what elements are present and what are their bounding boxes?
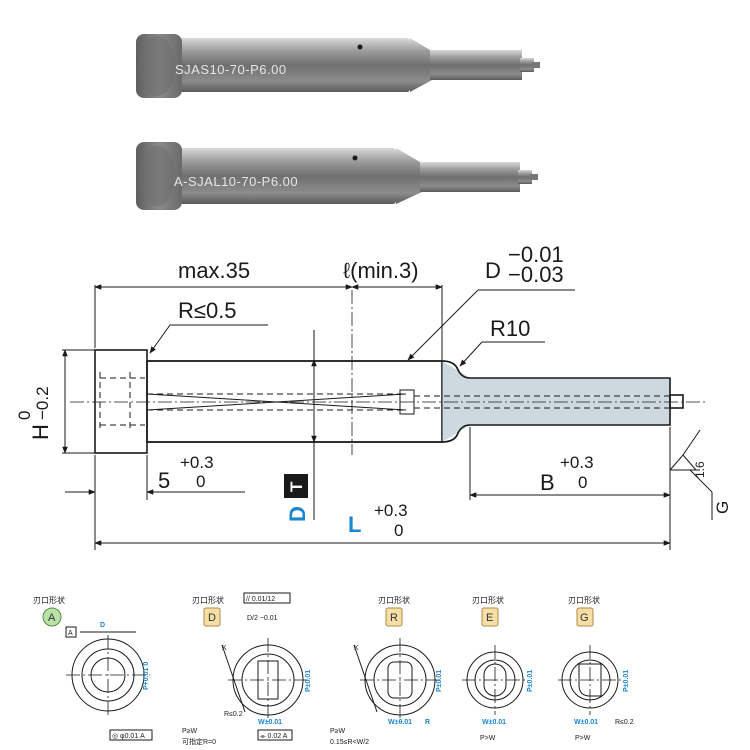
shape-g-caption: 刃口形状 bbox=[568, 595, 600, 605]
g-w: W±0.01 bbox=[574, 719, 598, 726]
dt-label: D bbox=[285, 506, 310, 522]
dimensions: max.35 ℓ(min.3) D −0.01 −0.03 R≤0.5 R10 … bbox=[15, 242, 732, 550]
e-cond: P>W bbox=[480, 735, 496, 742]
shape-d: 刃口形状 D // 0.01/12 D/2 −0.01 K R≤0.2 W±0.… bbox=[182, 592, 312, 746]
shape-a-caption: 刃口形状 bbox=[33, 595, 65, 605]
d-r: R≤0.2 bbox=[224, 711, 243, 718]
head-thickness-tol-upper: +0.3 bbox=[180, 453, 214, 472]
shape-e-badge: E bbox=[486, 612, 493, 624]
r-p: P±0.01 bbox=[436, 670, 443, 692]
r-cond2: 0.15≤R<W/2 bbox=[330, 739, 369, 746]
r-cond1: P≥W bbox=[330, 728, 346, 735]
head-tol-upper: 0 bbox=[15, 411, 34, 420]
shape-a-badge-bg bbox=[42, 607, 62, 627]
head-thickness-tol-lower: 0 bbox=[196, 472, 205, 491]
shape-g-badge: G bbox=[580, 612, 589, 624]
diameter-tol-upper: −0.01 bbox=[508, 242, 564, 267]
d-sym: ⌯ 0.02 A bbox=[260, 733, 288, 740]
dt-badge: T bbox=[287, 481, 306, 492]
a-datum: A bbox=[68, 630, 73, 637]
r-k: K bbox=[354, 645, 359, 652]
d-w: W±0.01 bbox=[258, 719, 282, 726]
d-cond2: 可指定R=0 bbox=[182, 737, 216, 746]
shape-e: 刃口形状 E W±0.01 P±0.01 P>W bbox=[462, 595, 534, 742]
shape-d-caption: 刃口形状 bbox=[192, 595, 224, 605]
r-w: W±0.01 bbox=[388, 719, 412, 726]
radius-head: R≤0.5 bbox=[178, 298, 237, 323]
shape-r-badge: R bbox=[390, 612, 398, 624]
g-cond: P>W bbox=[575, 735, 591, 742]
a-runout: ◎ φ0.01 A bbox=[112, 733, 145, 740]
g-r: R≤0.2 bbox=[615, 719, 634, 726]
radius-neck: R10 bbox=[490, 316, 530, 341]
shape-a: 刃口形状 A A D P+0.01 0 ◎ φ0.01 A bbox=[33, 595, 153, 741]
shape-r: 刃口形状 R K W±0.01 R P±0.01 P≥W 0.15≤R<W/2 bbox=[330, 595, 443, 746]
shape-g: 刃口形状 G W±0.01 R≤0.2 P±0.01 P>W bbox=[558, 595, 634, 742]
d-parallel: // 0.01/12 bbox=[246, 596, 275, 603]
punch-photo-1: SJAS10-70-P6.00 bbox=[136, 34, 540, 98]
a-p-tol: P+0.01 0 bbox=[143, 662, 150, 690]
g-p: P±0.01 bbox=[623, 670, 630, 692]
head-tol-lower: −0.2 bbox=[33, 386, 52, 420]
shape-d-badge: D bbox=[208, 612, 216, 624]
shape-a-badge: A bbox=[48, 612, 56, 624]
r-r: R bbox=[425, 719, 430, 726]
max-head-length: max.35 bbox=[178, 258, 250, 283]
l-tol-upper: +0.3 bbox=[374, 501, 408, 520]
diameter-tol-lower: −0.03 bbox=[508, 262, 564, 287]
punch1-marking: SJAS10-70-P6.00 bbox=[175, 62, 287, 77]
b-label: B bbox=[540, 470, 555, 495]
l-tol-lower: 0 bbox=[394, 521, 403, 540]
punch-photo-2: A-SJAL10-70-P6.00 bbox=[136, 142, 538, 210]
d-cond1: P≥W bbox=[182, 728, 198, 735]
e-w: W±0.01 bbox=[482, 719, 506, 726]
d-k: K bbox=[222, 645, 227, 652]
head-height-label: H bbox=[28, 424, 53, 440]
shape-e-caption: 刃口形状 bbox=[472, 595, 504, 605]
land-length: ℓ(min.3) bbox=[343, 258, 419, 283]
d-half: D/2 −0.01 bbox=[247, 615, 278, 622]
d-p: P±0.01 bbox=[305, 670, 312, 692]
shape-r-caption: 刃口形状 bbox=[378, 595, 410, 605]
surface-grade: G bbox=[713, 501, 732, 514]
a-d-label: D bbox=[100, 622, 105, 629]
punch2-marking: A-SJAL10-70-P6.00 bbox=[174, 174, 298, 189]
l-label: L bbox=[348, 512, 361, 537]
b-tol-upper: +0.3 bbox=[560, 453, 594, 472]
diameter-label: D bbox=[485, 258, 501, 283]
punch-drawing bbox=[70, 290, 705, 520]
b-tol-lower: 0 bbox=[578, 473, 587, 492]
e-p: P±0.01 bbox=[527, 670, 534, 692]
head-thickness: 5 bbox=[158, 468, 170, 493]
surface-roughness: 1.6 bbox=[693, 461, 707, 478]
